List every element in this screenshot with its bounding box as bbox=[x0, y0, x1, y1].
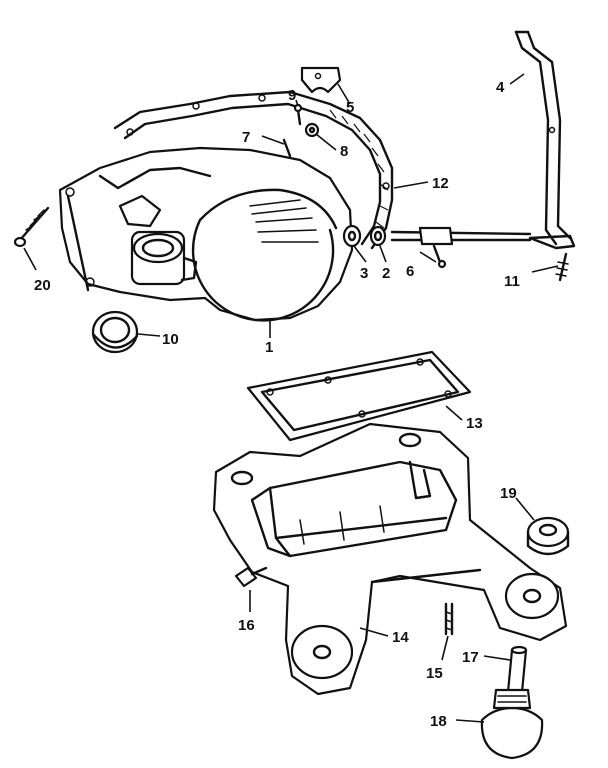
part-15-stud bbox=[444, 602, 454, 636]
part-13-gasket bbox=[246, 350, 472, 442]
part-8-nut bbox=[304, 122, 320, 138]
callout-6: 6 bbox=[406, 263, 414, 280]
callout-8: 8 bbox=[340, 143, 348, 160]
part-11-bolt bbox=[555, 252, 569, 282]
callout-2: 2 bbox=[382, 265, 390, 282]
callout-3: 3 bbox=[360, 265, 368, 282]
callout-4: 4 bbox=[496, 79, 505, 96]
intake-throttle-assembly bbox=[118, 194, 198, 286]
callout-10: 10 bbox=[162, 331, 179, 348]
part-10-seal bbox=[91, 310, 139, 354]
part-3-washer bbox=[342, 224, 362, 248]
callout-13: 13 bbox=[466, 415, 483, 432]
callout-18: 18 bbox=[430, 713, 447, 730]
part-1-cover bbox=[58, 146, 354, 322]
callout-14: 14 bbox=[392, 629, 409, 646]
part-14-base bbox=[212, 422, 568, 696]
leader-lines bbox=[23, 73, 559, 723]
callout-19: 19 bbox=[500, 485, 517, 502]
callout-labels: 1 2 3 4 5 6 7 8 9 10 11 12 13 14 15 16 1… bbox=[34, 79, 520, 730]
part-16-bolt bbox=[234, 566, 268, 588]
callout-1: 1 bbox=[265, 339, 273, 356]
part-5-bracket bbox=[300, 66, 342, 94]
part-18-cap bbox=[480, 688, 544, 760]
part-2-seal bbox=[369, 225, 387, 247]
callout-9: 9 bbox=[288, 87, 296, 104]
shift-shaft bbox=[390, 226, 532, 246]
callout-16: 16 bbox=[238, 617, 255, 634]
part-19-spacer bbox=[526, 516, 570, 556]
callout-20: 20 bbox=[34, 277, 51, 294]
part-17-pin bbox=[506, 645, 528, 694]
callout-12: 12 bbox=[432, 175, 449, 192]
callout-17: 17 bbox=[462, 649, 479, 666]
callout-7: 7 bbox=[242, 129, 250, 146]
callout-11: 11 bbox=[504, 273, 520, 290]
part-6-pin bbox=[432, 244, 447, 269]
part-20-screw bbox=[13, 206, 50, 248]
part-4-lever bbox=[514, 30, 576, 250]
part-7-dowel bbox=[282, 138, 292, 158]
callout-15: 15 bbox=[426, 665, 443, 682]
callout-5: 5 bbox=[346, 99, 354, 116]
part-12-gasket bbox=[113, 90, 394, 250]
part-9-screw bbox=[293, 103, 303, 126]
